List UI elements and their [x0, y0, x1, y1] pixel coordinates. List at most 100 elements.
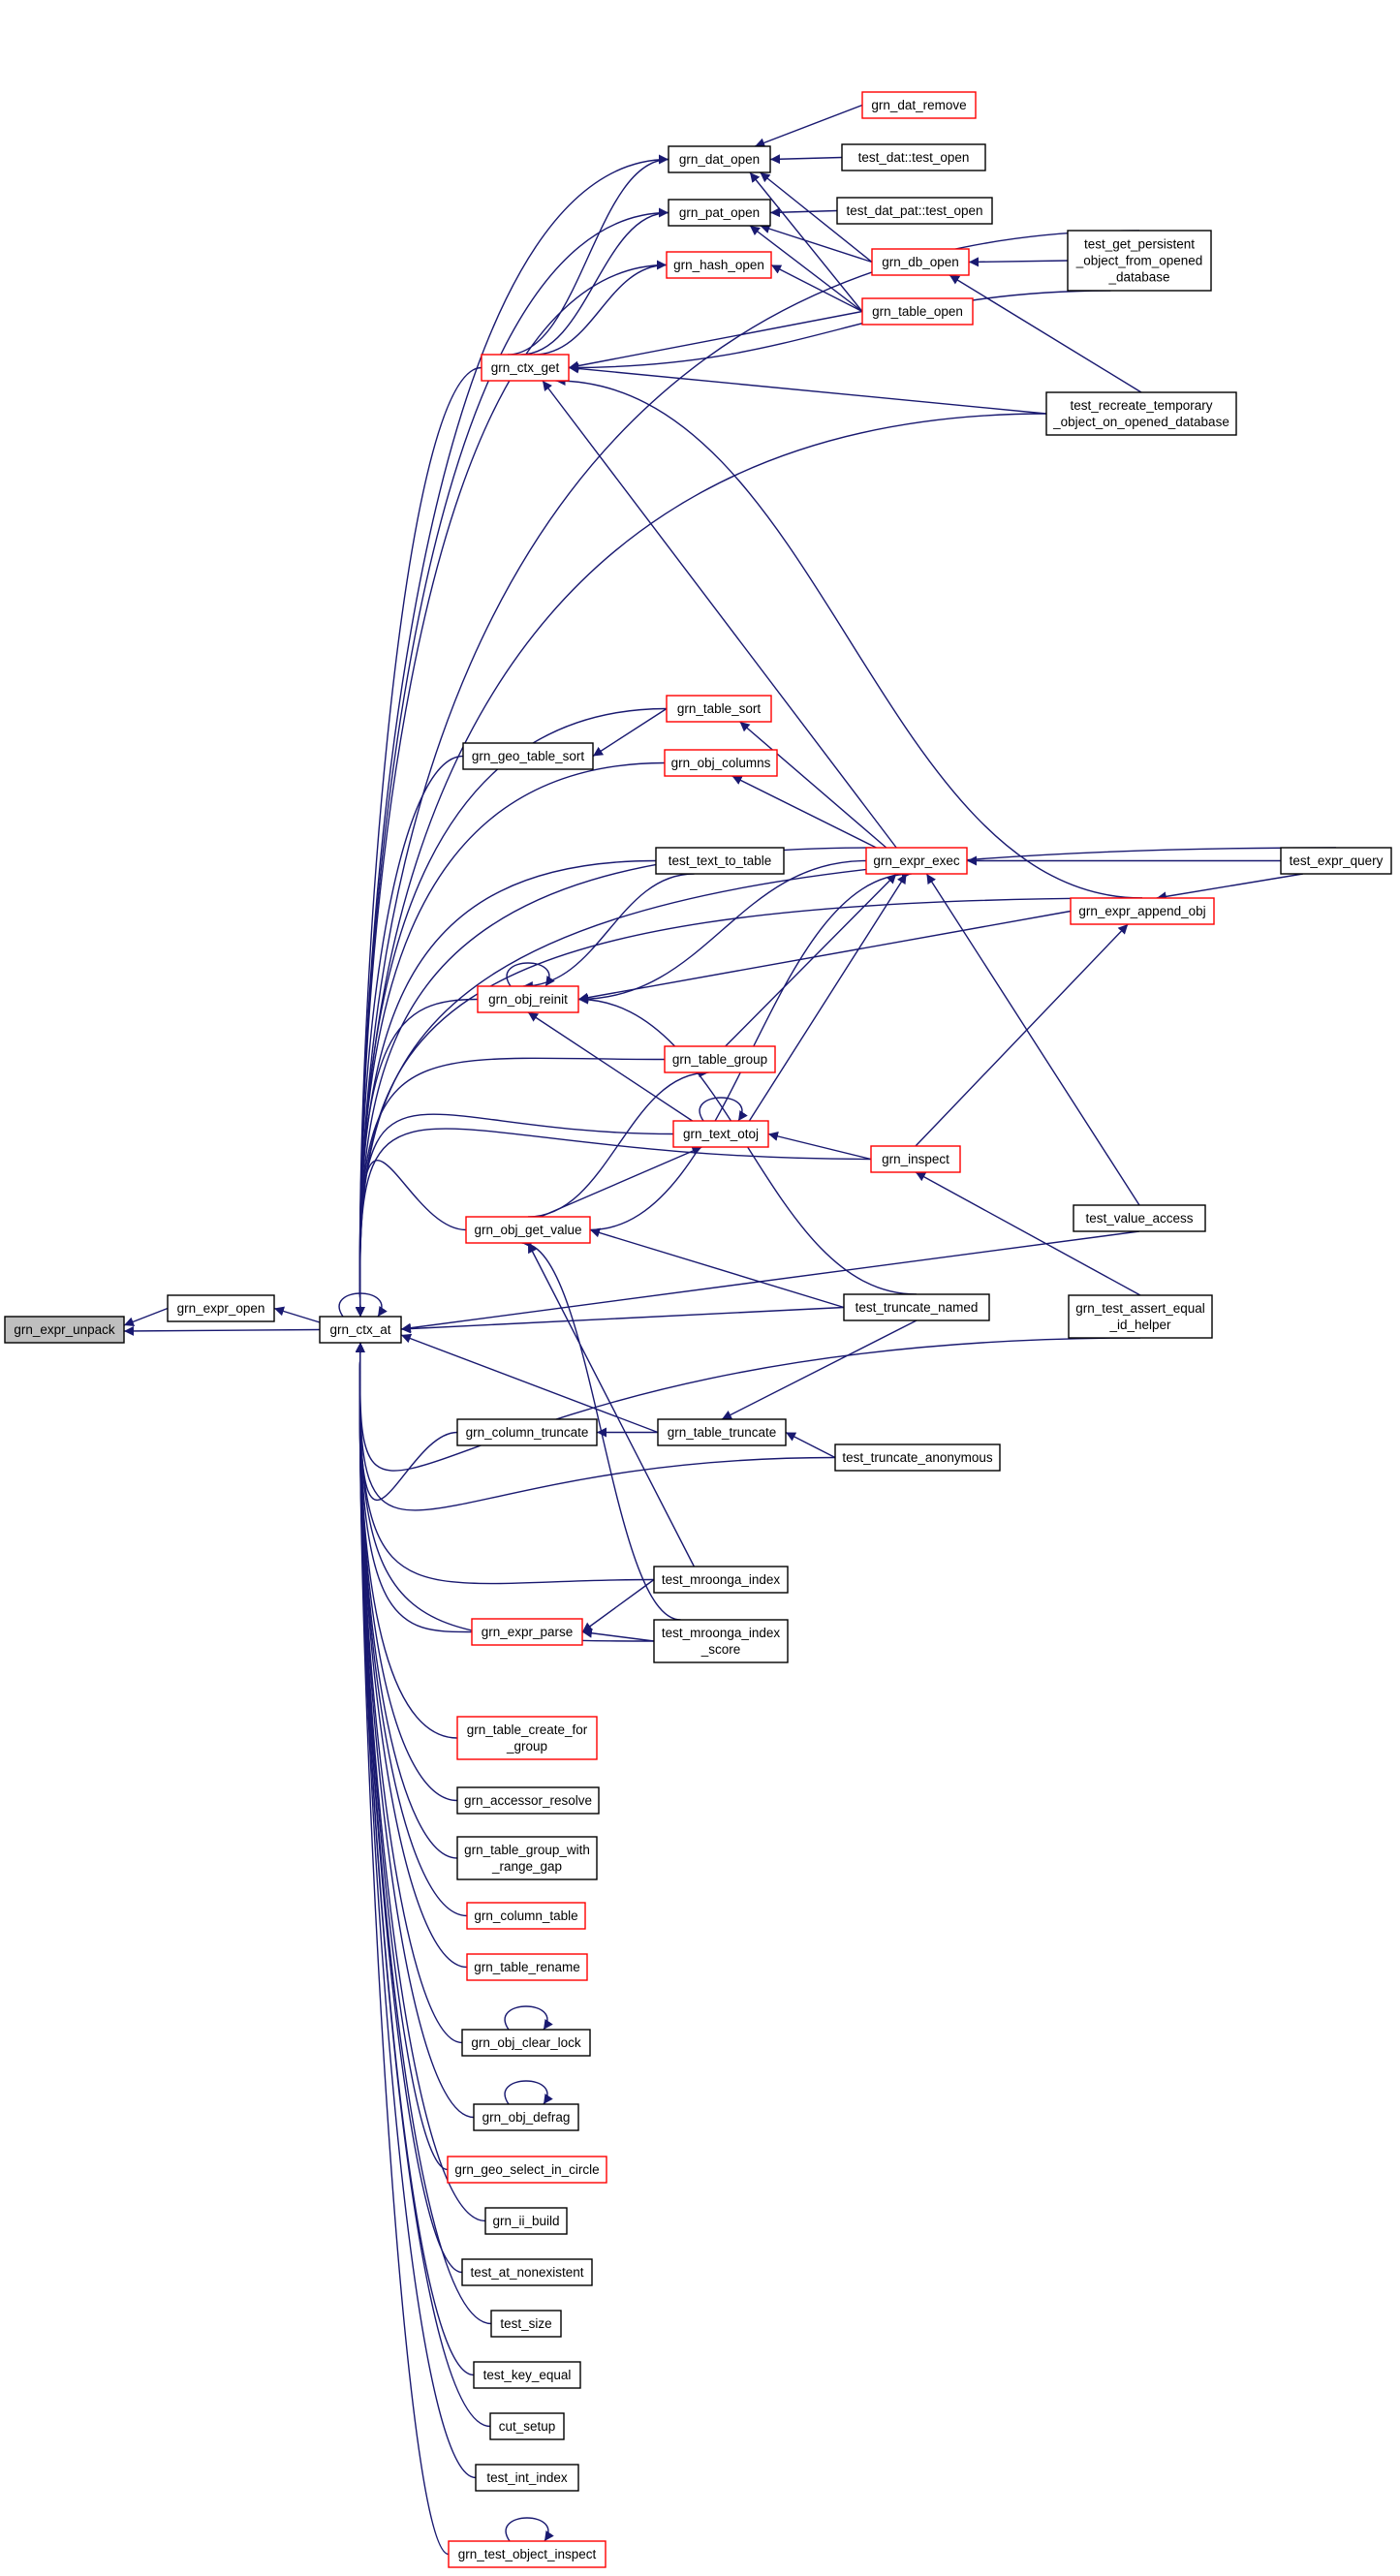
node-box — [462, 742, 594, 770]
edge-grn_table_group-to-grn_ctx_at — [355, 1057, 666, 1318]
node-grn_obj_reinit[interactable]: grn_obj_reinit — [477, 985, 579, 1013]
node-grn_db_open[interactable]: grn_db_open — [871, 248, 970, 276]
node-box — [489, 2412, 565, 2440]
edge-grn_expr_exec-to-grn_ctx_at — [355, 847, 872, 1318]
node-grn_expr_open[interactable]: grn_expr_open — [167, 1294, 275, 1322]
node-test_size[interactable]: test_size — [490, 2310, 562, 2338]
edge-grn_obj_defrag-self — [504, 2080, 553, 2105]
node-grn_obj_get_value[interactable]: grn_obj_get_value — [465, 1216, 591, 1244]
node-label: grn_hash_open — [673, 258, 764, 272]
node-grn_expr_parse[interactable]: grn_expr_parse — [471, 1618, 583, 1646]
node-box — [471, 1618, 583, 1646]
node-test_truncate_anonymous[interactable]: test_truncate_anonymous — [834, 1443, 1001, 1472]
node-test_text_to_table[interactable]: test_text_to_table — [655, 847, 785, 875]
node-test_dat_pat_test_open[interactable]: test_dat_pat::test_open — [836, 197, 993, 225]
node-grn_table_group[interactable]: grn_table_group — [664, 1045, 776, 1073]
node-box — [465, 1216, 591, 1244]
node-box — [477, 985, 579, 1013]
edge-grn_inspect-to-grn_text_otoj — [767, 1132, 872, 1161]
node-grn_expr_exec[interactable]: grn_expr_exec — [865, 847, 968, 875]
node-grn_dat_remove[interactable]: grn_dat_remove — [861, 91, 977, 119]
node-grn_obj_defrag[interactable]: grn_obj_defrag — [473, 2103, 579, 2131]
node-grn_test_assert_equal_id_helper[interactable]: grn_test_assert_equal_id_helper — [1068, 1294, 1213, 1339]
edge-grn_table_open-to-grn_ctx_get — [568, 310, 863, 371]
node-grn_test_object_inspect[interactable]: grn_test_object_inspect — [448, 2540, 607, 2568]
edge-grn_table_truncate-to-grn_ctx_at — [400, 1333, 659, 1434]
node-grn_dat_open[interactable]: grn_dat_open — [668, 145, 771, 173]
edge-grn_table_open-to-grn_pat_open — [749, 225, 863, 313]
node-grn_obj_columns[interactable]: grn_obj_columns — [664, 749, 778, 777]
node-label: test_key_equal — [483, 2368, 572, 2382]
node-grn_table_sort[interactable]: grn_table_sort — [666, 695, 772, 723]
node-label: grn_dat_open — [679, 152, 760, 167]
node-grn_geo_table_sort[interactable]: grn_geo_table_sort — [462, 742, 594, 770]
node-test_key_equal[interactable]: test_key_equal — [473, 2361, 581, 2389]
node-box — [473, 2361, 581, 2389]
node-test_value_access[interactable]: test_value_access — [1073, 1204, 1206, 1232]
node-grn_hash_open[interactable]: grn_hash_open — [666, 251, 772, 279]
node-test_recreate_temporary[interactable]: test_recreate_temporary_object_on_opened… — [1045, 391, 1237, 436]
node-test_expr_query[interactable]: test_expr_query — [1280, 847, 1392, 875]
edge-grn_test_assert_equal_id_helper-to-grn_ctx_at — [355, 1337, 1141, 1472]
node-label: test_at_nonexistent — [470, 2265, 583, 2280]
node-box — [490, 2310, 562, 2338]
node-grn_expr_append_obj[interactable]: grn_expr_append_obj — [1070, 897, 1215, 925]
node-box — [481, 354, 570, 382]
node-box — [167, 1294, 275, 1322]
node-grn_table_create_for_group[interactable]: grn_table_create_for_group — [456, 1716, 598, 1760]
node-grn_ii_build[interactable]: grn_ii_build — [484, 2207, 568, 2235]
node-cut_setup[interactable]: cut_setup — [489, 2412, 565, 2440]
node-grn_geo_select_in_circle[interactable]: grn_geo_select_in_circle — [447, 2156, 607, 2184]
edge-grn_ctx_at-to-grn_expr_unpack — [123, 1325, 321, 1336]
nodes: grn_expr_unpackgrn_expr_opengrn_ctx_atgr… — [4, 91, 1392, 2568]
edge-test_recreate_temporary-to-grn_ctx_get — [568, 363, 1047, 415]
node-label: test_mroonga_index — [662, 1572, 781, 1587]
node-box — [843, 1293, 990, 1321]
node-test_truncate_named[interactable]: test_truncate_named — [843, 1293, 990, 1321]
edge-test_get_persistent-to-grn_ctx_get — [568, 290, 1111, 373]
node-grn_table_truncate[interactable]: grn_table_truncate — [657, 1418, 787, 1446]
node-label: test_dat_pat::test_open — [846, 203, 982, 218]
node-box — [1070, 897, 1215, 925]
node-grn_pat_open[interactable]: grn_pat_open — [668, 199, 771, 227]
node-grn_column_table[interactable]: grn_column_table — [466, 1902, 586, 1930]
node-test_mroonga_index_score[interactable]: test_mroonga_index_score — [653, 1619, 789, 1663]
edge-test_mroonga_index-to-grn_expr_parse — [581, 1578, 655, 1633]
edge-test_truncate_named-to-grn_obj_get_value — [589, 1227, 845, 1309]
node-test_get_persistent[interactable]: test_get_persistent_object_from_opened_d… — [1067, 230, 1212, 292]
edge-test_value_access-to-grn_expr_exec — [925, 873, 1140, 1206]
node-grn_obj_clear_lock[interactable]: grn_obj_clear_lock — [461, 2029, 591, 2057]
node-grn_text_otoj[interactable]: grn_text_otoj — [672, 1120, 769, 1148]
edge-grn_geo_table_sort-to-grn_ctx_at — [355, 755, 464, 1318]
edge-grn_expr_parse-to-grn_ctx_at — [355, 1342, 473, 1633]
node-grn_column_truncate[interactable]: grn_column_truncate — [456, 1418, 598, 1446]
edge-grn_expr_exec-to-grn_ctx_get — [542, 380, 897, 849]
edge-grn_test_object_inspect-to-grn_ctx_at — [355, 1342, 450, 2556]
node-label: grn_ctx_get — [491, 360, 560, 375]
node-box — [456, 1836, 598, 1880]
node-test_at_nonexistent[interactable]: test_at_nonexistent — [461, 2258, 593, 2286]
node-grn_ctx_at[interactable]: grn_ctx_at — [319, 1316, 402, 1344]
edge-grn_db_open-to-grn_dat_open — [760, 171, 873, 264]
edges — [123, 104, 1337, 2556]
node-grn_expr_unpack[interactable]: grn_expr_unpack — [4, 1316, 125, 1344]
node-grn_table_rename[interactable]: grn_table_rename — [466, 1953, 588, 1981]
node-grn_table_open[interactable]: grn_table_open — [861, 297, 974, 326]
edge-grn_text_otoj-to-grn_expr_exec — [748, 873, 908, 1122]
node-box — [871, 248, 970, 276]
node-box — [668, 145, 771, 173]
edge-grn_expr_exec-to-grn_table_sort — [739, 721, 887, 849]
node-label: grn_expr_open — [177, 1301, 265, 1316]
node-test_mroonga_index[interactable]: test_mroonga_index — [653, 1566, 789, 1594]
node-box — [1045, 391, 1237, 436]
edge-test_recreate_temporary-to-grn_db_open — [949, 274, 1142, 393]
node-test_dat_test_open[interactable]: test_dat::test_open — [841, 143, 986, 171]
node-grn_accessor_resolve[interactable]: grn_accessor_resolve — [456, 1786, 600, 1815]
node-label: test_mroonga_index — [662, 1626, 781, 1640]
node-test_int_index[interactable]: test_int_index — [475, 2464, 579, 2492]
node-grn_table_group_with_range_gap[interactable]: grn_table_group_with_range_gap — [456, 1836, 598, 1880]
node-label: grn_table_open — [872, 304, 963, 319]
node-box — [657, 1418, 787, 1446]
node-grn_inspect[interactable]: grn_inspect — [870, 1145, 961, 1173]
node-grn_ctx_get[interactable]: grn_ctx_get — [481, 354, 570, 382]
